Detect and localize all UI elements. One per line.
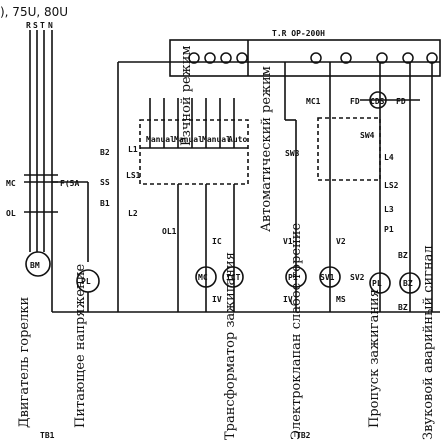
label-ic: IC [212,237,222,246]
label-iv-left: IV [212,295,222,304]
label-bz-coil: BZ [403,279,413,288]
label-l1: L1 [128,145,138,154]
label-sw4: SW4 [360,131,375,140]
label-pl-left: PL [81,277,91,286]
label-cds: CDS [370,97,385,106]
label-sv1-coil: SV1 [320,273,335,282]
label-l4: L4 [384,153,394,162]
label-b1: B1 [100,199,110,208]
label-p1: P1 [384,225,394,234]
terminal-s: S [33,21,38,30]
label-mc-coil: MC [198,273,208,282]
label-ol-left: OL [6,209,16,218]
label-tb1: TB1 [40,431,55,440]
label-ls1: LS1 [126,171,141,180]
label-mc1: MC1 [306,97,321,106]
label-fd-right: FD [396,97,406,106]
header-fragment: ), 75U, 80U [0,5,68,19]
label-b2: B2 [100,148,110,157]
label-ict-coil: ICT [226,273,241,282]
label-bz-bottom: BZ [398,303,408,312]
label-l2: L2 [128,209,138,218]
label-tb2: TB2 [296,431,311,440]
terminal-r: R [26,21,31,30]
terminal-n: N [48,21,53,30]
label-p1-coil: P1 [288,273,298,282]
label-ignition-pass: Пропуск зажигания [367,289,382,428]
label-sound-alarm: Звуковой аварийный сигнал [421,245,436,440]
label-manual-2: Manual [174,135,203,144]
label-auto-mode: Автоматический режим [259,66,274,232]
label-pl-right: PL [372,279,382,288]
label-electrovalve: Электроклапан слабое горение [289,223,304,440]
label-sw3: SW3 [285,149,300,158]
label-ol1: OL1 [162,227,177,236]
label-mc-left: MC [6,179,16,188]
panel-label: T.R OP-200H [272,29,325,38]
label-ls2: LS2 [384,181,399,190]
label-motor: BM [30,261,40,270]
label-sv2-coil: SV2 [350,273,365,282]
label-manual-3: Manual [202,135,231,144]
label-manual-1: Manual [146,135,175,144]
label-burner-motor: Двигатель горелки [17,297,32,428]
label-ignition-transformer: Трансформатор зажигания [223,252,238,440]
label-supply-voltage: Питающее напряжение [73,264,88,428]
label-fd: FD [350,97,360,106]
label-ms: MS [336,295,346,304]
label-iv-mid: IV [283,295,293,304]
label-manual-mode: Рзчной режим [179,46,194,146]
label-auto-1: Auto [228,135,247,144]
label-v1: V1 [283,237,293,246]
label-fuse: F(5A [60,179,79,188]
label-l3: L3 [384,205,394,214]
label-bz-top: BZ [398,251,408,260]
label-v2: V2 [336,237,346,246]
terminal-t: T [40,21,45,30]
label-ss: SS [100,178,110,187]
